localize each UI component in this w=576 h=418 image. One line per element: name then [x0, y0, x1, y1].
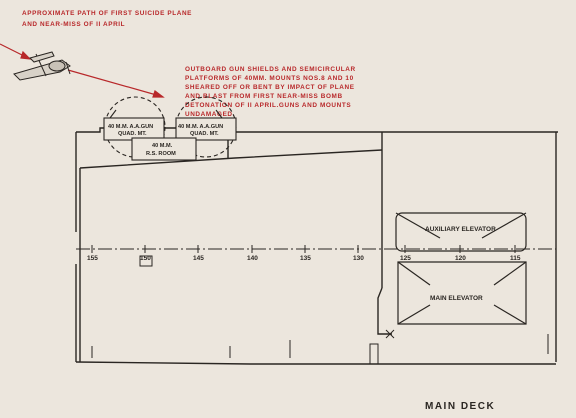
gun-platforms	[103, 96, 237, 161]
main-elevator	[397, 261, 527, 325]
gun-left-label: QUAD. MT.	[118, 131, 147, 137]
gun-right-label: QUAD. MT.	[190, 131, 219, 137]
frame-label: 155	[87, 255, 98, 262]
damage-note-line: DETONATION OF II APRIL.GUNS AND MOUNTS	[185, 102, 351, 109]
gun-right-label: 40 M.M. A.A.GUN	[178, 124, 223, 130]
rs-room-label: 40 M.M.	[152, 143, 173, 149]
plane-path-arrows	[0, 43, 165, 98]
plane-path-note-line2: AND NEAR-MISS OF II APRIL	[22, 21, 125, 28]
main-elevator-label: MAIN ELEVATOR	[430, 295, 483, 302]
damage-note: OUTBOARD GUN SHIELDS AND SEMICIRCULAR PL…	[185, 66, 356, 118]
frame-label: 150	[140, 255, 151, 262]
auxiliary-elevator	[395, 212, 527, 252]
aux-elevator-label: AUXILIARY ELEVATOR	[425, 226, 496, 233]
frame-label: 145	[193, 255, 204, 262]
frame-label: 120	[455, 255, 466, 262]
damage-note-line: AND BLAST FROM FIRST NEAR-MISS BOMB	[185, 93, 343, 100]
detail-marks	[91, 329, 549, 365]
plane-path-note-line1: APPROXIMATE PATH OF FIRST SUICIDE PLANE	[22, 10, 192, 17]
frame-label: 135	[300, 255, 311, 262]
frame-label: 140	[247, 255, 258, 262]
damage-note-line: SHEARED OFF OR BENT BY IMPACT OF PLANE	[185, 84, 355, 91]
frame-label: 115	[510, 255, 521, 262]
frame-label: 125	[400, 255, 411, 262]
hull-outline	[75, 127, 558, 365]
damage-note-line: PLATFORMS OF 40MM. MOUNTS NOS.8 AND 10	[185, 75, 354, 82]
hatch-box	[139, 255, 153, 267]
rs-room-label: R.S. ROOM	[146, 151, 176, 157]
gun-left-label: 40 M.M. A.A.GUN	[108, 124, 153, 130]
damage-note-line: OUTBOARD GUN SHIELDS AND SEMICIRCULAR	[185, 66, 356, 73]
damage-note-line: UNDAMAGED.	[185, 111, 235, 118]
suicide-plane-icon	[13, 51, 71, 81]
frame-label: 130	[353, 255, 364, 262]
frame-marks: 155 150 145 140 135 130 125 120 115	[87, 245, 521, 262]
deck-title: MAIN DECK	[425, 401, 495, 412]
